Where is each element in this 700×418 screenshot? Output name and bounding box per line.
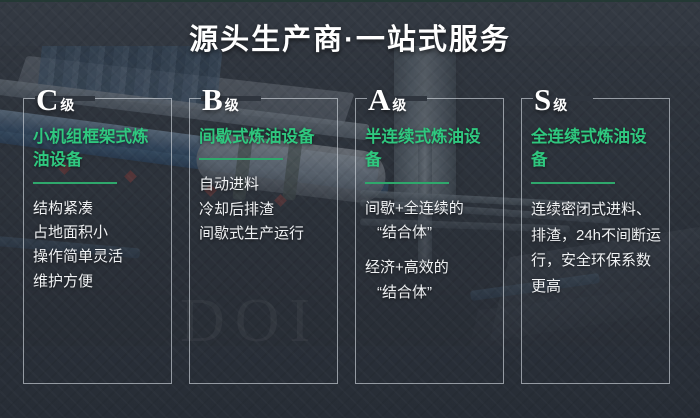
card-feature-list: 结构紧凑 占地面积小 操作简单灵活 维护方便	[33, 197, 164, 294]
grade-suffix: 级	[60, 97, 75, 113]
card-title: 半连续式炼油设备	[365, 128, 481, 170]
feature-item: 间歇式生产运行	[199, 225, 305, 243]
feature-item: 间歇+全连续的	[365, 199, 464, 217]
card-divider	[531, 181, 615, 184]
grade-suffix: 级	[392, 97, 407, 113]
card-divider	[33, 181, 117, 184]
feature-item: 连续密闭式进料、排渣，24h不间断运行，安全环保系数更高	[531, 200, 662, 296]
card-title: 间歇式炼油设备	[199, 128, 315, 146]
feature-spacer	[365, 245, 496, 256]
card-frame-notch	[533, 96, 593, 101]
card-title: 小机组框架式炼油设备	[33, 128, 149, 170]
grade-suffix: 级	[224, 97, 239, 113]
card-frame-notch	[367, 96, 427, 101]
grade-letter: A	[368, 82, 391, 117]
card-body: 间歇式炼油设备 自动进料 冷却后排渣 间歇式生产运行	[199, 126, 330, 246]
feature-item: “结合体”	[377, 224, 432, 242]
grade-suffix: 级	[553, 97, 568, 113]
feature-item: 维护方便	[33, 272, 94, 290]
feature-item: 冷却后排渣	[199, 200, 275, 218]
feature-item: 自动进料	[199, 176, 260, 194]
card-feature-list: 间歇+全连续的 “结合体” 经济+高效的 “结合体”	[365, 197, 496, 305]
card-body: 半连续式炼油设备 间歇+全连续的 “结合体” 经济+高效的 “结合体”	[365, 126, 496, 305]
card-title: 全连续式炼油设备	[531, 128, 647, 170]
card-feature-list: 连续密闭式进料、排渣，24h不间断运行，安全环保系数更高	[531, 197, 662, 300]
grade-letter: B	[202, 82, 223, 117]
top-accent-line	[0, 0, 700, 2]
card-divider	[199, 158, 283, 161]
page-title: 源头生产商·一站式服务	[189, 24, 511, 56]
card-body: 小机组框架式炼油设备 结构紧凑 占地面积小 操作简单灵活 维护方便	[33, 126, 164, 294]
grade-letter: S	[534, 82, 552, 117]
card-frame-notch	[201, 96, 261, 101]
background-watermark: DOI	[180, 287, 321, 355]
card-feature-list: 自动进料 冷却后排渣 间歇式生产运行	[199, 173, 330, 246]
feature-item: 结构紧凑	[33, 199, 94, 217]
feature-item: “结合体”	[377, 283, 432, 301]
card-frame-notch	[35, 96, 95, 101]
grade-letter: C	[36, 82, 59, 117]
card-body: 全连续式炼油设备 连续密闭式进料、排渣，24h不间断运行，安全环保系数更高	[531, 126, 662, 300]
card-divider	[365, 181, 449, 184]
feature-item: 经济+高效的	[365, 259, 449, 277]
feature-item: 占地面积小	[33, 224, 109, 242]
feature-item: 操作简单灵活	[33, 248, 124, 266]
